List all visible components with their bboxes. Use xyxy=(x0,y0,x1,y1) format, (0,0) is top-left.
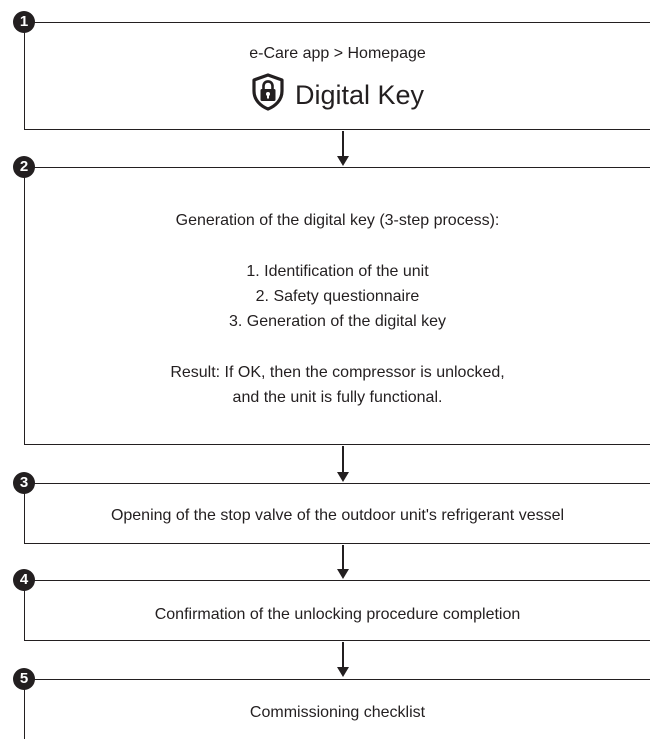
stop-valve-text: Opening of the stop valve of the outdoor… xyxy=(110,507,565,524)
confirmation-text: Confirmation of the unlocking procedure … xyxy=(154,606,521,623)
process-item-3: 3. Generation of the digital key xyxy=(228,313,447,330)
flow-arrow-1-2 xyxy=(337,131,349,167)
step-1-box: 1 e-Care app > Homepage Digital Key xyxy=(13,11,650,130)
flow-arrow-4-5 xyxy=(337,642,349,678)
step-1-badge: 1 xyxy=(13,11,35,33)
process-item-1: 1. Identification of the unit xyxy=(246,263,429,280)
step-3-badge: 3 xyxy=(13,472,35,494)
commissioning-text: Commissioning checklist xyxy=(249,704,426,721)
step-5-box: 5 Commissioning checklist xyxy=(13,668,650,739)
app-path-text: e-Care app > Homepage xyxy=(249,45,426,62)
process-heading: Generation of the digital key (3-step pr… xyxy=(175,212,500,229)
step-2-box: 2 Generation of the digital key (3-step … xyxy=(13,156,650,445)
result-line-1: Result: If OK, then the compressor is un… xyxy=(170,364,505,381)
step-4-badge: 4 xyxy=(13,569,35,591)
step-3-box: 3 Opening of the stop valve of the outdo… xyxy=(13,472,650,544)
result-line-2: and the unit is fully functional. xyxy=(232,389,443,406)
shield-lock-icon xyxy=(251,73,285,116)
digital-key-label: Digital Key xyxy=(294,79,425,110)
process-item-2: 2. Safety questionnaire xyxy=(255,288,420,305)
digital-key-row: Digital Key xyxy=(25,73,650,116)
step-5-badge: 5 xyxy=(13,668,35,690)
flow-arrow-2-3 xyxy=(337,446,349,483)
step-4-box: 4 Confirmation of the unlocking procedur… xyxy=(13,569,650,641)
step-2-badge: 2 xyxy=(13,156,35,178)
flow-arrow-3-4 xyxy=(337,545,349,580)
